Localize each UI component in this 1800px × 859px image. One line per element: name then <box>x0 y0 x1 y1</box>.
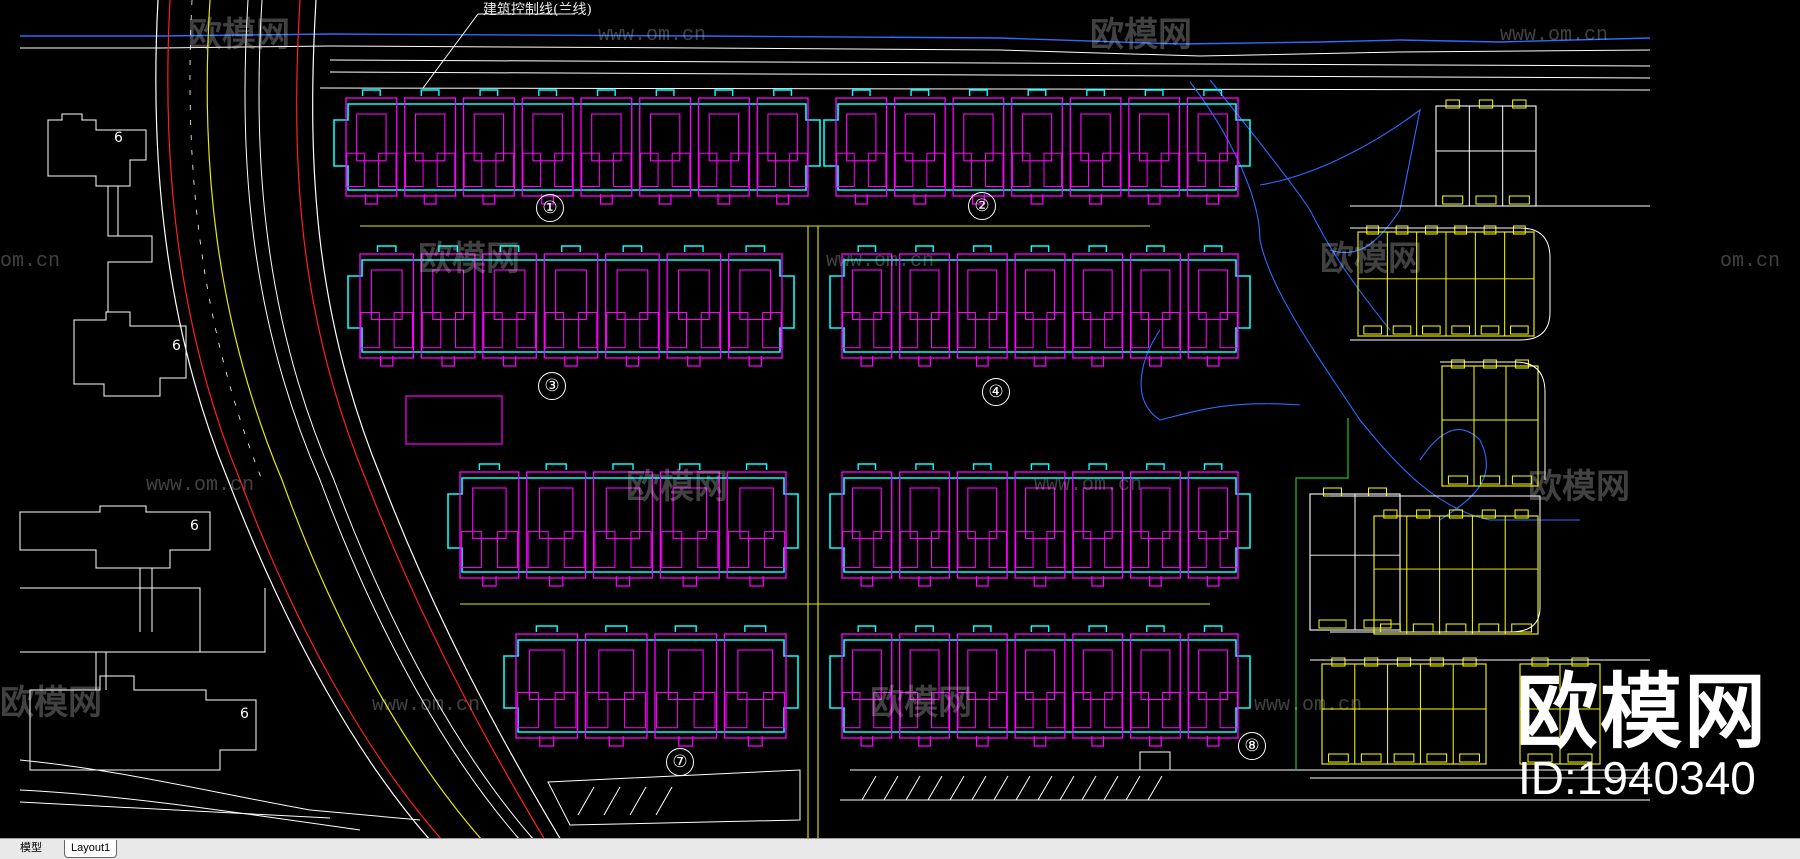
watermark-logo: 欧模网 <box>1516 665 1769 760</box>
apartment-slab <box>829 625 1251 747</box>
existing-building-label: 6 <box>240 706 249 722</box>
apartment-slab <box>447 463 799 587</box>
stream-lines <box>1140 79 1580 521</box>
apartment-slab <box>823 89 1251 205</box>
internal-road-grid <box>360 225 1210 840</box>
tab-model[interactable]: 模型 <box>20 842 42 854</box>
residential-buildings <box>333 89 1251 747</box>
villa-row <box>1357 225 1535 337</box>
villa-row <box>1309 487 1401 631</box>
apartment-slab <box>829 463 1251 587</box>
building-number-4: ④ <box>982 378 1010 406</box>
building-number-3: ③ <box>538 372 566 400</box>
apartment-slab <box>829 245 1251 367</box>
sports-court <box>405 395 503 445</box>
villa-row <box>1435 99 1537 207</box>
existing-buildings-left <box>19 113 266 771</box>
building-number-7: ⑦ <box>666 748 694 776</box>
villa-buildings <box>1309 99 1601 765</box>
watermark-id: ID:1940340 <box>1518 752 1756 804</box>
apartment-slab <box>333 89 821 205</box>
building-number-1: ① <box>536 194 564 222</box>
annotation-leader <box>422 13 575 89</box>
parking-rows <box>547 751 1650 826</box>
layout-tab-bar: 模型 Layout1 <box>0 838 1800 859</box>
top-road <box>20 33 1651 91</box>
villa-row <box>1321 657 1487 765</box>
main-road-curves <box>19 0 562 840</box>
villa-row <box>1519 657 1601 765</box>
existing-building-label: 6 <box>172 338 181 354</box>
control-line-annotation: 建筑控制线(兰线) <box>483 2 592 18</box>
existing-building-label: 6 <box>190 518 199 534</box>
villa-row <box>1441 359 1539 487</box>
cad-drawing-canvas[interactable] <box>0 0 1800 840</box>
apartment-slab <box>503 625 799 747</box>
building-number-8: ⑧ <box>1238 732 1266 760</box>
tab-layout1[interactable]: Layout1 <box>64 840 118 858</box>
villa-row <box>1373 509 1539 635</box>
existing-building-label: 6 <box>114 130 123 146</box>
building-number-2: ② <box>968 192 996 220</box>
green-boundary <box>1295 418 1349 770</box>
apartment-slab <box>347 245 795 367</box>
villa-plot-outlines <box>1310 205 1650 779</box>
